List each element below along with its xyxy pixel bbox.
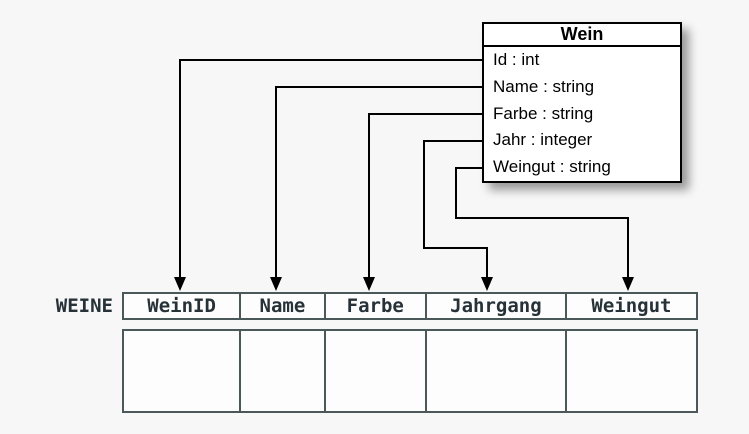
header-cell-jahrgang: Jahrgang: [424, 294, 565, 318]
table-body-row: [122, 329, 698, 413]
connector-farbe-to-farbe: [368, 113, 482, 278]
class-attribute-id: Id : int: [493, 50, 540, 69]
header-cell-weingut: Weingut: [564, 294, 696, 318]
class-attribute-name: Name : string: [493, 76, 595, 96]
body-cell: [323, 331, 425, 411]
class-attribute-jahr: Jahr : integer: [493, 130, 593, 150]
connector-weingut-to-weingut: [455, 167, 629, 278]
arrowhead-name: [270, 277, 282, 291]
class-attribute-farbe: Farbe : string: [493, 103, 594, 123]
body-cell: [124, 331, 239, 411]
connector-id-to-weinid: [179, 59, 482, 278]
body-cell: [424, 331, 565, 411]
header-cell-farbe: Farbe: [323, 294, 425, 318]
arrowhead-weinid: [174, 277, 186, 291]
table-header-row: WeinID Name Farbe Jahrgang Weingut: [122, 292, 698, 320]
class-attribute-weingut: Weingut : string: [493, 157, 611, 177]
class-title: Wein: [484, 24, 680, 47]
arrowhead-farbe: [363, 277, 375, 291]
connector-name-to-name: [275, 86, 482, 278]
connector-jahr-to-jahrgang: [423, 140, 488, 278]
header-cell-weinid: WeinID: [147, 295, 216, 317]
arrowhead-weingut: [622, 277, 634, 291]
header-cell-name: Name: [239, 294, 323, 318]
arrowhead-jahrgang: [481, 277, 493, 291]
body-cell: [564, 331, 696, 411]
table-name-label: WEINE: [55, 295, 113, 317]
class-box-wein: Wein Id : int Name : string Farbe : stri…: [482, 22, 682, 183]
body-cell: [239, 331, 323, 411]
